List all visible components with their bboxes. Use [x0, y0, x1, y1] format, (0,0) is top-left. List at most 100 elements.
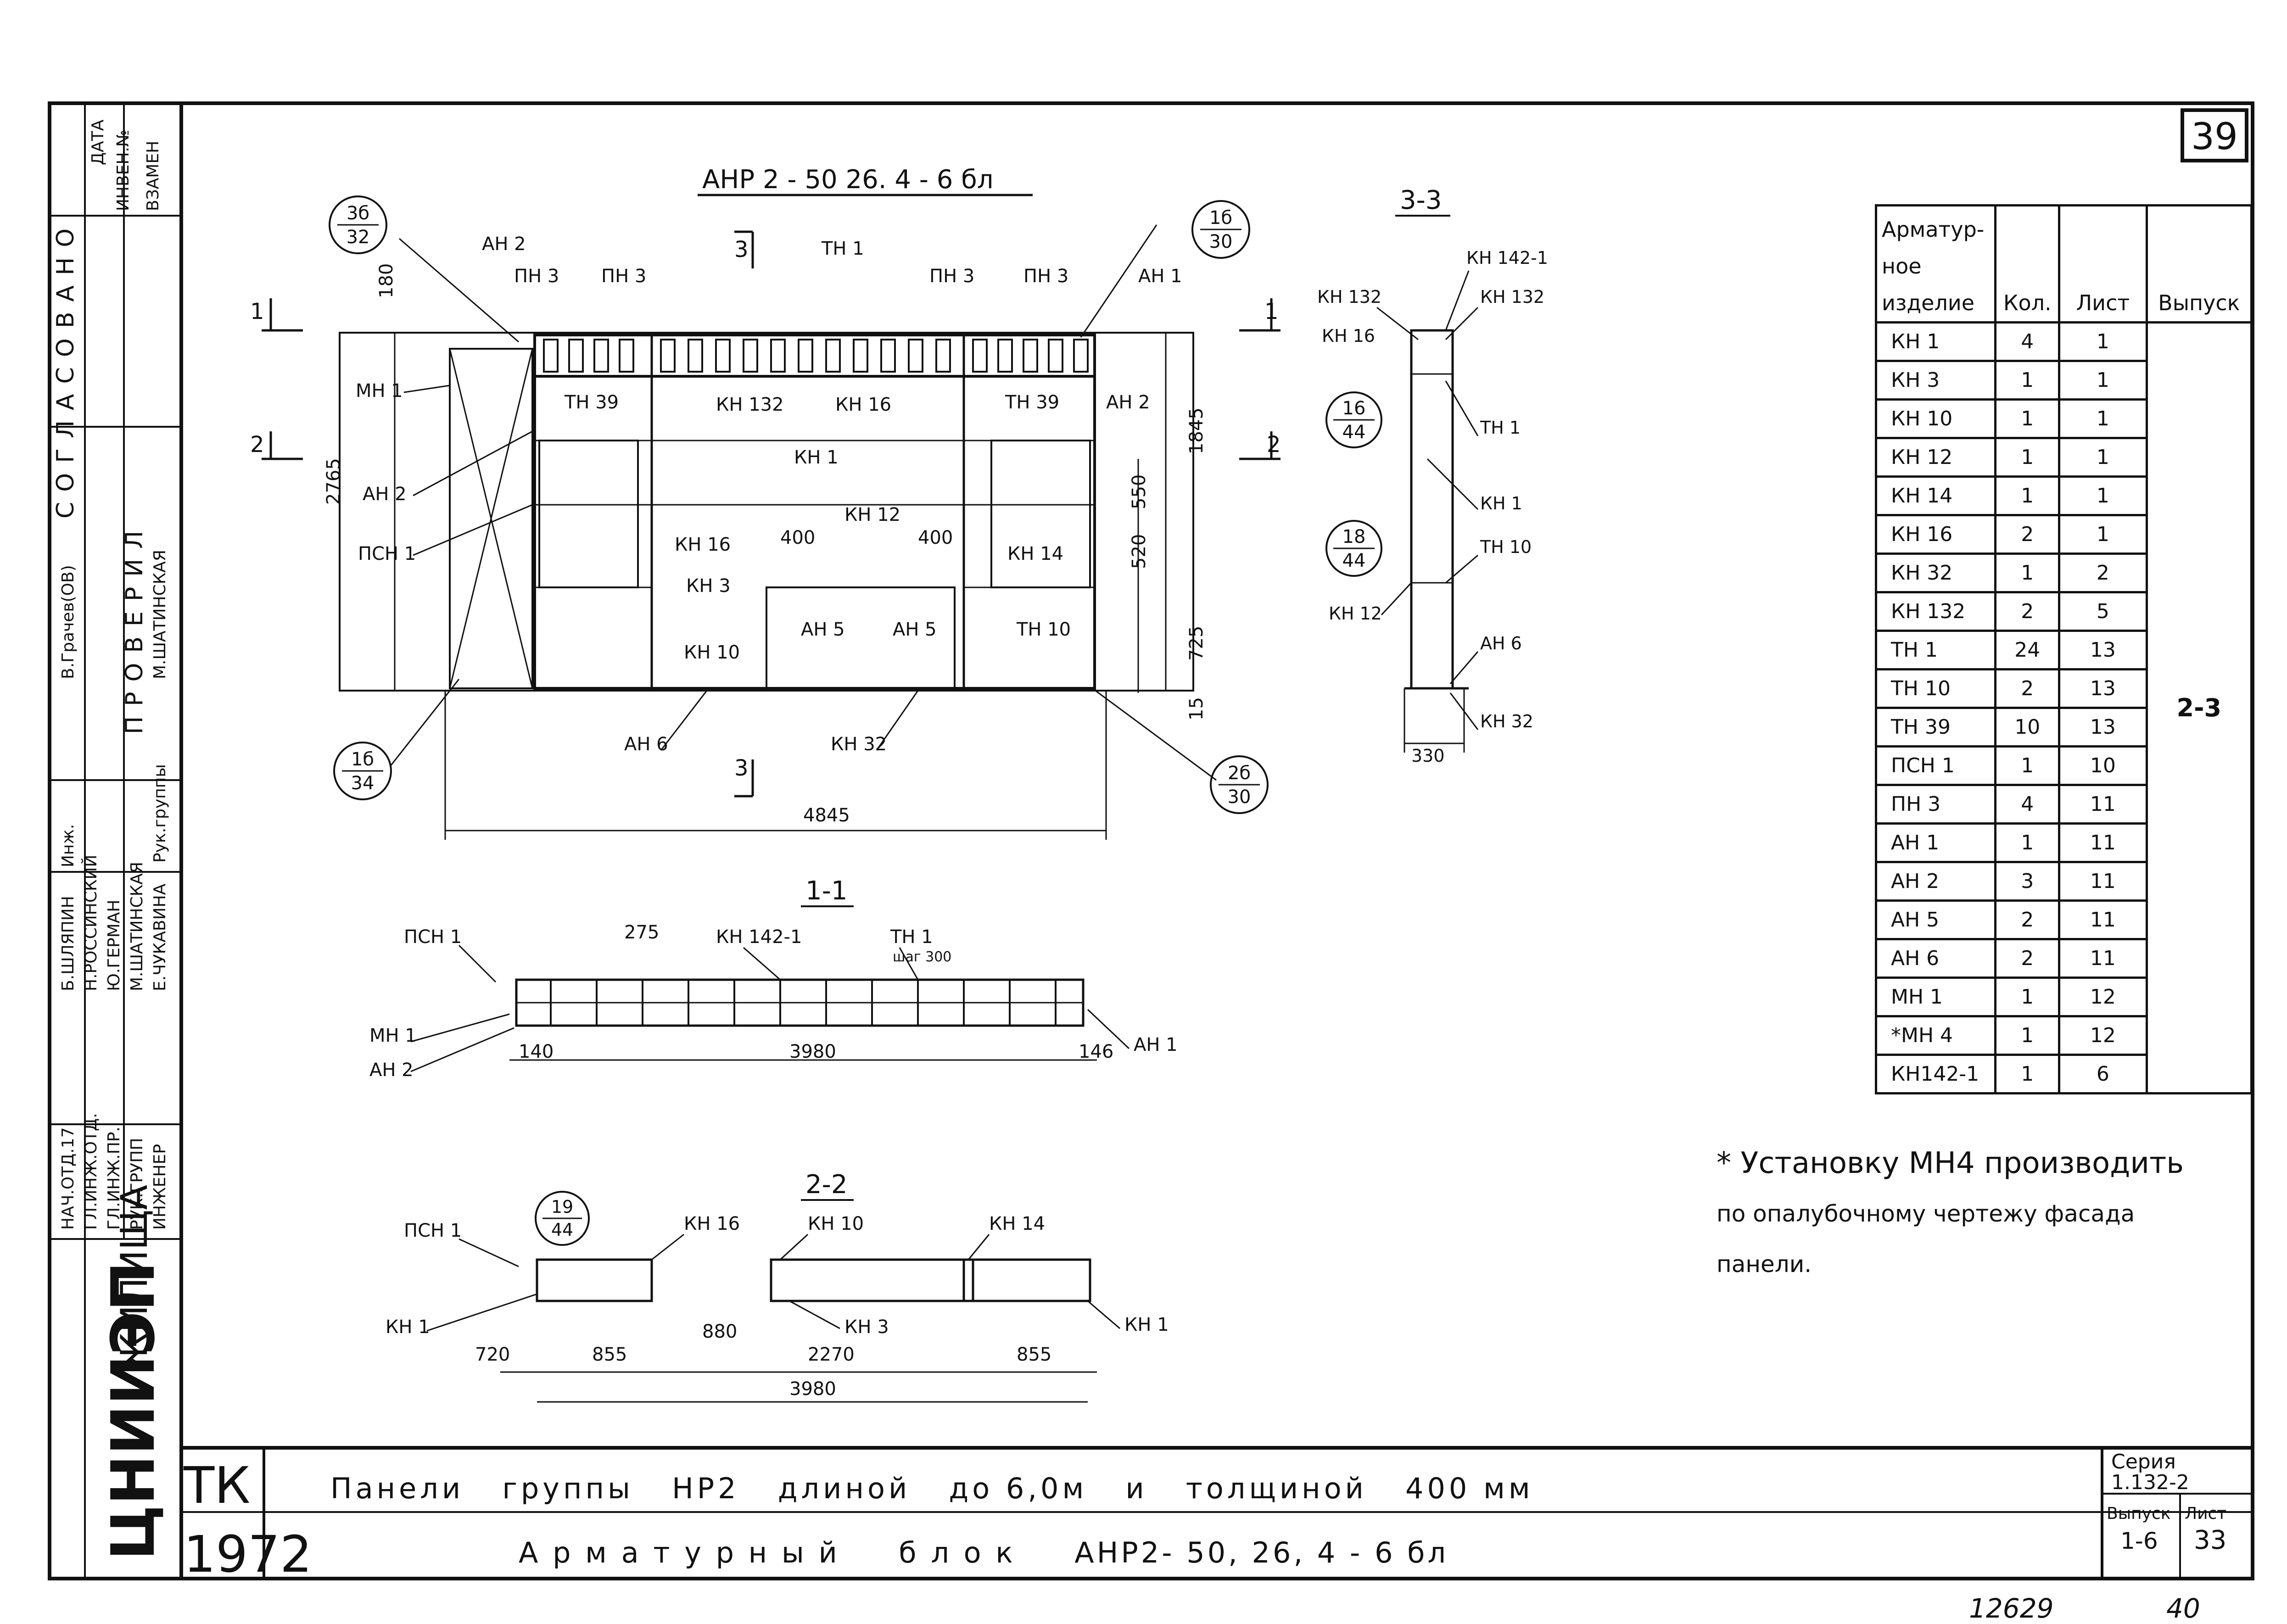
s11-mn1: МН 1: [369, 1025, 417, 1046]
s22-leaders: [426, 1233, 1120, 1332]
spec-cell-qty: 2: [1994, 938, 2061, 979]
note-line-1: * Установку МН4 производить: [1717, 1146, 2184, 1180]
spec-cell-item: ПСН 1: [1874, 745, 1997, 786]
tb-issue-label: Выпуск: [2107, 1504, 2171, 1523]
s11-an2: АН 2: [369, 1060, 414, 1081]
bottom-number-0: 12629: [1969, 1593, 2054, 1624]
s33-an6: АН 6: [1480, 633, 1522, 653]
spec-cell-item: КН 10: [1874, 398, 1997, 439]
spec-cell-item: КН 16: [1874, 514, 1997, 555]
s22-dim-855a: 855: [592, 1344, 627, 1365]
s11-ribs: [550, 980, 1057, 1026]
dim-400b: 400: [918, 527, 953, 548]
left-stamp-grid: [50, 103, 181, 1579]
s22-circle-0: 19 44: [535, 1191, 590, 1246]
tb-issue-value: 1-6: [2120, 1528, 2158, 1554]
approval-name-0: Инж.: [59, 824, 78, 867]
section-mark-1-left: 1: [250, 299, 264, 324]
label-mn1: МН 1: [356, 380, 403, 402]
spec-cell-sheet: 11: [2058, 938, 2148, 979]
s22-psn1: ПСН 1: [404, 1220, 462, 1241]
spec-cell-sheet: 13: [2058, 707, 2148, 748]
label-an5-a: АН 5: [801, 619, 845, 640]
top-stirrups: [543, 339, 1089, 373]
spec-cell-sheet: 11: [2058, 822, 2148, 863]
s33-circle-0: 16 44: [1325, 391, 1382, 448]
spec-header-sheet: Лист: [2058, 204, 2148, 324]
s22-dim-2270: 2270: [808, 1344, 855, 1365]
s11-kn142: КН 142-1: [716, 926, 802, 948]
label-kn1: КН 1: [794, 447, 839, 468]
spec-cell-item: АН 2: [1874, 861, 1997, 902]
spec-cell-sheet: 1: [2058, 437, 2148, 478]
section-1-1-title: 1-1: [805, 876, 847, 906]
tb-series-value: 1.132-2: [2111, 1471, 2189, 1494]
s33-tn1: ТН 1: [1480, 418, 1521, 438]
dim-15: 15: [1186, 697, 1207, 720]
label-an5-b: АН 5: [893, 619, 937, 640]
tb-sheet-value: 33: [2194, 1525, 2226, 1555]
section-2-2-title: 2-2: [805, 1170, 847, 1200]
sheet-number: 39: [2191, 115, 2238, 158]
s22-kn3: КН 3: [844, 1317, 889, 1338]
spec-cell-item: ТН 1: [1874, 630, 1997, 670]
circle-3-top: 2б: [1228, 763, 1251, 784]
main-dims-text: 180 2765 1845 550 520 725 15 4845 400 40…: [323, 263, 1207, 826]
section-mark-2-right: 2: [1267, 432, 1281, 458]
spec-cell-qty: 2: [1994, 899, 2061, 940]
tb-sheet-label: Лист: [2185, 1504, 2226, 1523]
dim-2765: 2765: [323, 458, 344, 505]
note-line-2: по опалубочному чертежу фасада: [1717, 1200, 2135, 1227]
spec-cell-qty: 1: [1994, 977, 2061, 1017]
spec-cell-item: КН 12: [1874, 437, 1997, 478]
spec-cell-qty: 4: [1994, 784, 2061, 825]
label-tn1: ТН 1: [821, 238, 864, 259]
s22-dim-855b: 855: [1017, 1344, 1051, 1365]
main-leaders: [389, 224, 1217, 781]
circle-mark-2: 1б 34: [333, 742, 392, 800]
s11-dim-3980: 3980: [789, 1041, 836, 1062]
name-0: Б.ШЛЯПИН: [59, 896, 78, 991]
spec-cell-sheet: 1: [2058, 398, 2148, 439]
spec-cell-sheet: 1: [2058, 514, 2148, 555]
spec-cell-qty: 4: [1994, 321, 2061, 362]
s22-kn1-right: КН 1: [1124, 1314, 1169, 1335]
spec-cell-sheet: 1: [2058, 321, 2148, 362]
stamp-inventory: ИНВЕН.№: [114, 130, 133, 211]
spec-cell-qty: 2: [1994, 668, 2061, 709]
approval-name-1: В.Грачев(ОВ): [59, 565, 78, 679]
org-logo: ЦНИИЭП: [98, 1261, 168, 1560]
label-kn16-mid: КН 16: [675, 534, 731, 555]
s22-circle-0-bottom: 44: [551, 1220, 573, 1240]
name-3: М.ШАТИНСКАЯ: [128, 862, 146, 991]
label-an6: АН 6: [624, 734, 668, 755]
label-pn3-d: ПН 3: [1023, 266, 1068, 287]
main-view: АНР 2 - 50 26. 4 - 6 бл: [250, 165, 1281, 840]
spec-cell-qty: 1: [1994, 822, 2061, 863]
label-tn10: ТН 10: [1016, 619, 1071, 640]
sheet-number-box: [2181, 108, 2248, 162]
s22-kn10: КН 10: [808, 1213, 864, 1234]
section-arrows: [262, 230, 1280, 798]
section-mark-2-left: 2: [250, 432, 264, 458]
spec-cell-item: *МН 4: [1874, 1015, 1997, 1056]
tb-series-label: Серия: [2111, 1450, 2176, 1473]
spec-cell-sheet: 13: [2058, 630, 2148, 670]
spec-cell-qty: 1: [1994, 745, 2061, 786]
dim-520: 520: [1129, 534, 1150, 569]
main-view-title: АНР 2 - 50 26. 4 - 6 бл: [702, 165, 994, 195]
label-kn10: КН 10: [684, 642, 740, 663]
stamp-date: ДАТА: [89, 119, 107, 165]
spec-cell-item: АН 5: [1874, 899, 1997, 940]
dim-725: 725: [1186, 626, 1207, 661]
spec-cell-sheet: 1: [2058, 360, 2148, 401]
